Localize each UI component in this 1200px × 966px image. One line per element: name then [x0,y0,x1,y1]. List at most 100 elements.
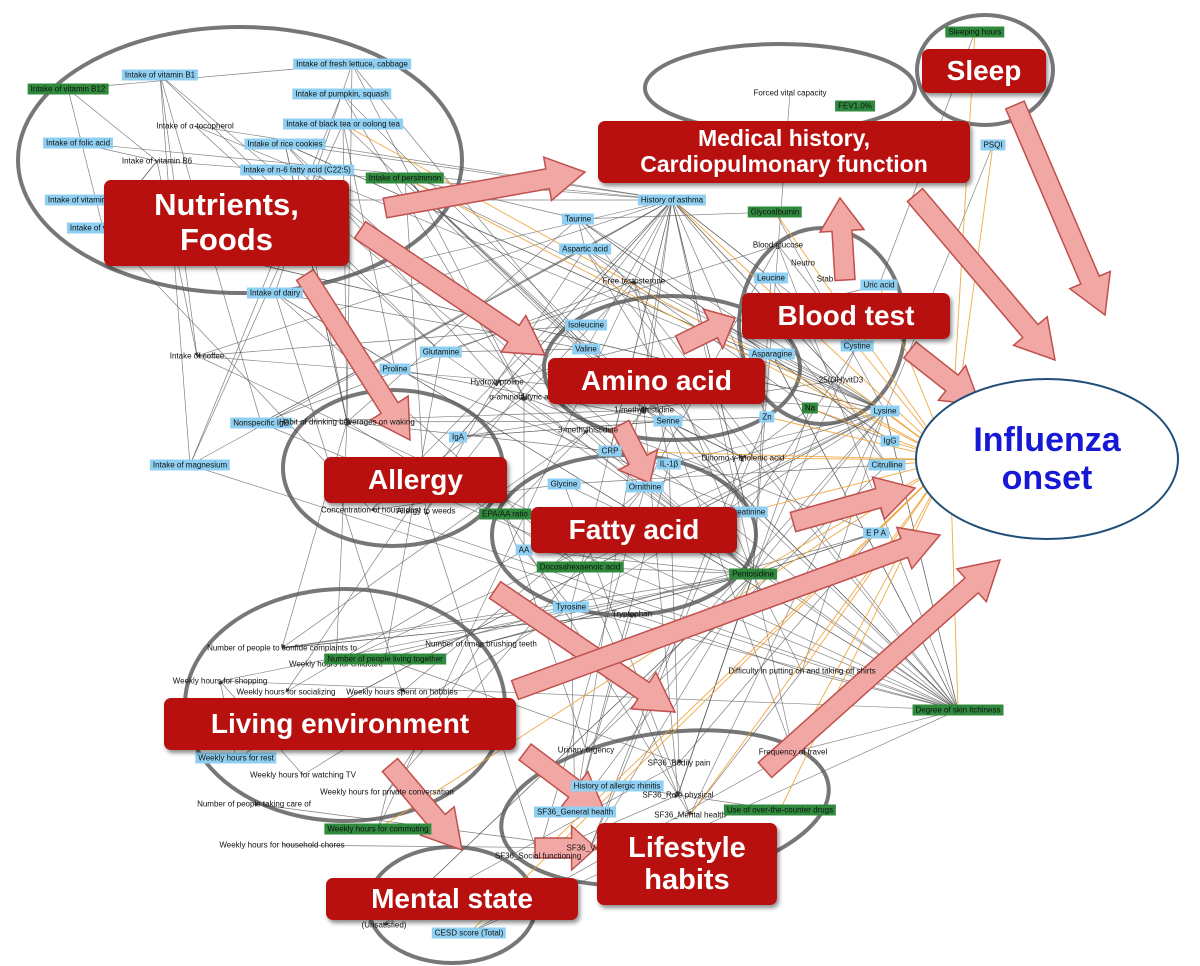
node-shopping: Weekly hours for shopping [172,676,268,686]
node-na: Na [801,402,819,414]
node-lysine: Lysine [870,405,900,417]
edge [425,510,539,857]
node-uric-acid: Uric acid [860,279,898,291]
node-aa: AA [515,544,533,556]
node-confide-complaints: Number of people to confide complaints t… [207,643,357,653]
node-psqi: PSQI [980,139,1006,151]
edge [667,416,768,423]
node-skin-itchiness: Degree of skin itchiness [912,704,1004,716]
node-travel: Frequency of travel [758,747,828,757]
edge [341,93,525,398]
edge [274,292,581,568]
edge [584,248,886,412]
node-blood-glucose: Blood glucose [752,240,804,250]
node-dairy: Intake of dairy [246,287,304,299]
node-urinary-urgency: Urinary urgency [557,745,615,755]
edge [260,408,645,424]
node-glycoalbumin: Glycoalbumin [747,206,803,218]
node-lettuce-cabbage: Intake of fresh lettuce, cabbage [293,58,411,70]
node-bodily-pain: SF36_Bodily pain [647,758,711,768]
edge [77,142,673,202]
edge [523,280,635,398]
edge [689,670,803,816]
edge [194,125,673,202]
edge [284,143,673,202]
influenza-onset-target: Influenza onset [915,378,1179,540]
edge [609,199,674,452]
node-role-physical: SF36_Role physical [642,790,714,800]
edge [457,379,842,439]
edge [670,199,748,513]
node-epa-aa: EPA/AA ratio [479,508,531,520]
ellipse-sleep [915,13,1055,127]
node-glutamine: Glutamine [419,346,463,358]
edge [746,345,858,513]
node-general-health: SF36_General health [533,806,617,818]
node-1-methylhistidine: 1-methylhistidine [613,405,675,415]
node-vitality: SF36_Vitality [566,843,614,853]
category-amino-acid: Amino acid [548,358,765,404]
edge [281,429,589,649]
edge [504,429,589,515]
node-citrulline: Citrulline [868,459,906,471]
node-commuting: Weekly hours for commuting [324,823,432,835]
node-tyrosine: Tyrosine [552,601,590,613]
node-vitamin-b2: Intake of vitamin B2 [44,194,122,206]
node-private-conversation: Weekly hours for private conversation [320,787,454,797]
node-vitamin-b12: Intake of vitamin B12 [27,83,109,95]
arrow-blood-medical [818,196,866,282]
edge [667,420,744,459]
edge [792,708,959,753]
edge [404,177,886,412]
category-allergy: Allergy [324,457,507,503]
edge [384,658,680,764]
edge [523,549,572,608]
node-black-tea: Intake of black tea or oolong tea [283,118,403,130]
edge [752,410,886,575]
node-cystine: Cystine [840,340,874,352]
node-tryptophan: Tryptophan [611,609,653,619]
node-otc-drugs: Use of over-the-counter drugs [723,804,837,816]
node-household-chores: Weekly hours for household chores [219,840,345,850]
edge [689,410,886,816]
edge [189,93,343,466]
category-medical-history: Medical history, Cardiopulmonary functio… [598,121,970,183]
edge [577,211,776,221]
arrow-sleep-influenza [1004,100,1112,317]
edge [284,143,886,412]
category-fatty-acid: Fatty acid [531,507,737,553]
edge-to-influenza [609,450,951,461]
node-people-living: Number of people living together [324,653,446,665]
edge [158,74,191,466]
edge [671,199,842,381]
node-social-functioning: SF36_Social functioning [494,851,582,861]
edge [801,410,886,672]
node-pumpkin: Intake of pumpkin, squash [292,88,392,100]
node-fvc: Forced vital capacity [753,88,827,98]
node-sleeping-hours: Sleeping hours [945,26,1005,38]
node-zn: Zn [759,411,775,423]
node-fev: FEV1.0% [835,100,875,112]
node-asthma: History of asthma [637,194,707,206]
node-3-methylhistidine: 3-methylhistidine [557,425,619,435]
node-allergy-weeds: Allergy to weeds [396,506,456,516]
node-taurine: Taurine [561,213,595,225]
arrow-blood-influenza [902,341,982,406]
arrow-nutrients-allergy [295,268,411,442]
edge [383,351,442,660]
edge [284,143,754,575]
node-cesd: CESD score (Total) [431,927,507,939]
node-iga: IgA [448,431,468,443]
node-nonspecific-ige: Nonspecific IgE [230,417,292,429]
node-free-testosterone: Free testosterone [602,276,666,286]
node-house-dust: Concentration of house dust [320,505,422,515]
node-stab: Stab [816,274,834,284]
node-vitamin-b6: Intake of vitamin B6 [121,156,193,166]
edge [574,199,674,813]
node-brushing-teeth: Number of times brushing teeth [425,639,537,649]
node-crp: CRP [598,445,622,457]
node-aminobutyric: α-aminobutyric acid [489,392,559,402]
edge [801,670,959,712]
edge [274,292,959,711]
edge [667,420,959,711]
